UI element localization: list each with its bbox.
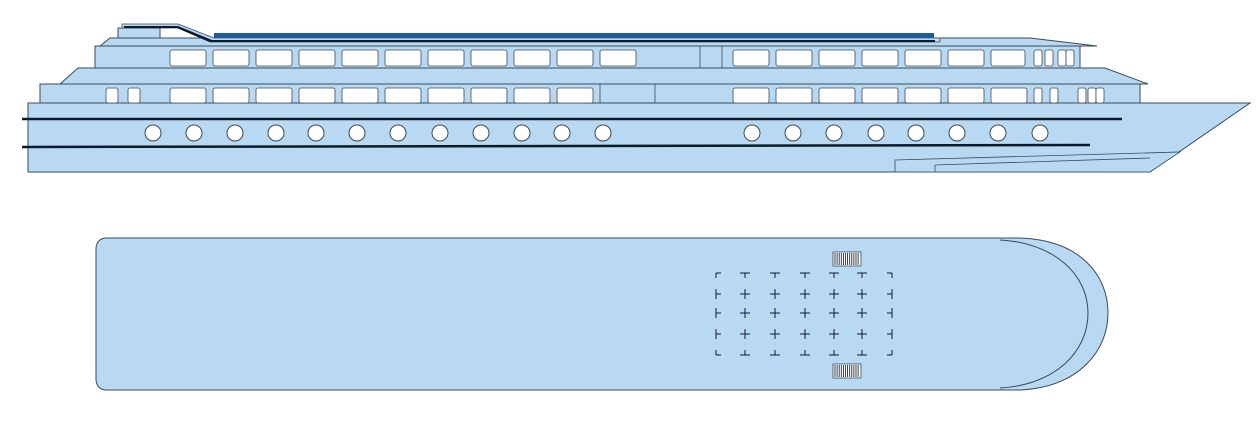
stairs-group — [832, 251, 862, 379]
window — [818, 49, 856, 67]
porthole — [867, 124, 885, 142]
window — [513, 87, 551, 104]
window — [470, 87, 508, 104]
window — [255, 49, 293, 67]
window — [341, 87, 379, 104]
porthole — [1031, 124, 1049, 142]
porthole — [431, 124, 449, 142]
porthole — [825, 124, 843, 142]
porthole — [784, 124, 802, 142]
porthole — [594, 124, 612, 142]
window — [169, 87, 207, 104]
window — [990, 49, 1026, 67]
window-row-lower-deck — [105, 87, 1105, 104]
window — [212, 87, 250, 104]
window — [1095, 87, 1105, 104]
window — [470, 49, 508, 67]
porthole — [144, 124, 162, 142]
window — [904, 87, 942, 104]
window — [775, 87, 813, 104]
window — [556, 87, 594, 104]
porthole — [743, 124, 761, 142]
window — [298, 49, 336, 67]
porthole — [389, 124, 407, 142]
porthole — [907, 124, 925, 142]
window — [169, 49, 207, 67]
window — [1087, 87, 1097, 104]
window — [947, 87, 985, 104]
window — [1044, 49, 1054, 67]
porthole — [472, 124, 490, 142]
window — [732, 87, 770, 104]
porthole — [553, 124, 571, 142]
hull-top-inner-bow — [999, 239, 1089, 389]
wheelhouse — [117, 27, 161, 39]
window — [904, 49, 942, 67]
hull-stripe-lower — [21, 143, 1091, 149]
window — [513, 49, 551, 67]
window — [1065, 49, 1075, 67]
window — [861, 49, 899, 67]
window — [212, 49, 250, 67]
window — [599, 49, 637, 67]
window — [1049, 87, 1059, 104]
hull-top-outer — [95, 237, 1109, 391]
window — [990, 87, 1028, 104]
window-row-middle-deck — [169, 49, 1075, 67]
porthole — [948, 124, 966, 142]
window — [105, 87, 119, 104]
sun-lounger-grid — [715, 272, 893, 356]
window — [1033, 49, 1043, 67]
deck-lower-overhang — [58, 67, 1149, 85]
porthole — [513, 124, 531, 142]
roof-accent-stripe — [124, 26, 935, 42]
window — [341, 49, 379, 67]
window — [384, 87, 422, 104]
window — [1057, 49, 1067, 67]
side-elevation — [21, 23, 1252, 173]
window — [947, 49, 985, 67]
window — [427, 49, 465, 67]
window — [255, 87, 293, 104]
bow-detail-line — [934, 157, 1151, 166]
porthole — [185, 124, 203, 142]
window — [556, 49, 594, 67]
porthole-row — [144, 124, 1049, 142]
window — [1077, 87, 1087, 104]
porthole — [348, 124, 366, 142]
window — [861, 87, 899, 104]
window — [732, 49, 770, 67]
porthole — [307, 124, 325, 142]
roof-blue-band — [214, 33, 934, 38]
porthole — [226, 124, 244, 142]
window — [298, 87, 336, 104]
window — [1033, 87, 1043, 104]
porthole — [989, 124, 1007, 142]
porthole — [267, 124, 285, 142]
window — [775, 49, 813, 67]
window — [818, 87, 856, 104]
window — [384, 49, 422, 67]
window — [127, 87, 141, 104]
window — [427, 87, 465, 104]
top-view — [95, 237, 1109, 391]
